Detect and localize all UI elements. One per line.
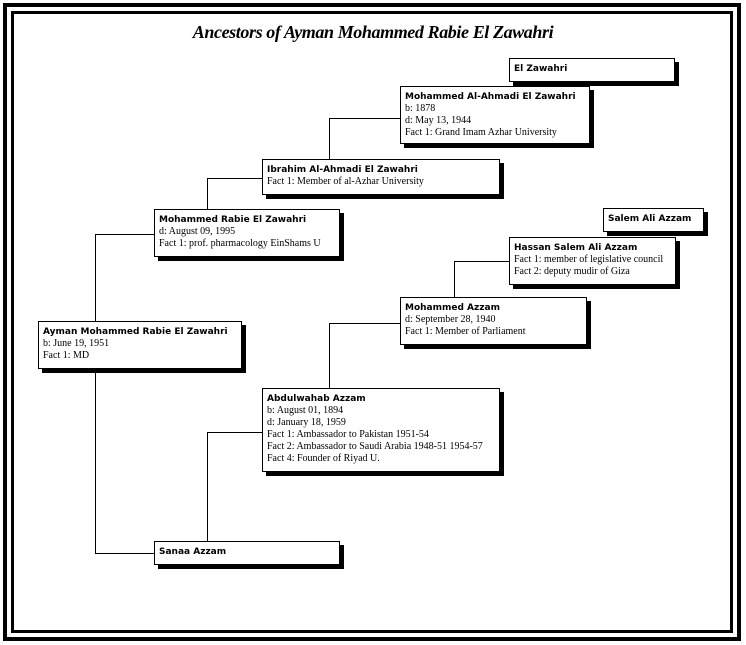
detail-line: d: August 09, 1995 [159, 226, 236, 237]
person-box-mohammed-azzam: Mohammed Azzam d: September 28, 1940 Fac… [400, 297, 587, 345]
person-box-sanaa: Sanaa Azzam [154, 541, 340, 565]
detail-line: b: June 19, 1951 [43, 338, 110, 349]
chart-title: Ancestors of Ayman Mohammed Rabie El Zaw… [192, 22, 554, 42]
person-name: Sanaa Azzam [159, 547, 227, 557]
detail-line: Fact 1: member of legislative council [514, 254, 664, 265]
outer-frame [3, 3, 741, 641]
person-name: Salem Ali Azzam [608, 214, 692, 224]
link-mohammed-rabie-father [207, 178, 262, 209]
link-ibrahim-father [329, 118, 400, 159]
person-box-abdulwahab: Abdulwahab Azzam b: August 01, 1894 d: J… [262, 388, 500, 472]
person-name: Ibrahim Al-Ahmadi El Zawahri [267, 165, 418, 175]
detail-line: Fact 1: Grand Imam Azhar University [405, 127, 557, 138]
person-name: Mohammed Rabie El Zawahri [159, 215, 307, 225]
link-ayman-parents [95, 234, 154, 554]
person-name: Hassan Salem Ali Azzam [514, 243, 638, 253]
detail-line: b: August 01, 1894 [267, 405, 344, 416]
person-box-mohammed-rabie: Mohammed Rabie El Zawahri d: August 09, … [154, 209, 340, 257]
detail-line: Fact 1: Ambassador to Pakistan 1951-54 [267, 429, 429, 440]
person-box-el-zawahri: El Zawahri [509, 58, 675, 82]
person-box-mohammed-al-ahmadi: Mohammed Al-Ahmadi El Zawahri b: 1878 d:… [400, 86, 590, 144]
person-box-ayman: Ayman Mohammed Rabie El Zawahri b: June … [38, 321, 242, 369]
detail-line: Fact 2: Ambassador to Saudi Arabia 1948-… [267, 441, 483, 452]
detail-line: b: 1878 [405, 103, 436, 114]
detail-line: Fact 1: prof. pharmacology EinShams U [159, 238, 321, 249]
person-name: Ayman Mohammed Rabie El Zawahri [43, 327, 228, 337]
link-mohammed-azzam-father [454, 261, 509, 297]
detail-line: Fact 1: Member of al-Azhar University [267, 176, 424, 187]
detail-line: d: January 18, 1959 [267, 417, 346, 428]
detail-line: Fact 1: MD [43, 350, 90, 361]
detail-line: Fact 4: Founder of Riyad U. [267, 453, 380, 464]
person-name: Abdulwahab Azzam [267, 394, 366, 404]
inner-frame [11, 11, 733, 633]
link-sanaa-father [207, 432, 262, 541]
detail-line: Fact 1: Member of Parliament [405, 326, 526, 337]
detail-line: d: September 28, 1940 [405, 314, 496, 325]
person-box-hassan: Hassan Salem Ali Azzam Fact 1: member of… [509, 237, 676, 285]
detail-line: d: May 13, 1944 [405, 115, 472, 126]
detail-line: Fact 2: deputy mudir of Giza [514, 266, 630, 277]
person-box-ibrahim: Ibrahim Al-Ahmadi El Zawahri Fact 1: Mem… [262, 159, 500, 195]
link-abdulwahab-father [329, 323, 400, 388]
person-name: El Zawahri [514, 64, 568, 74]
person-name: Mohammed Azzam [405, 303, 500, 313]
person-box-salem: Salem Ali Azzam [603, 208, 704, 232]
person-name: Mohammed Al-Ahmadi El Zawahri [405, 92, 576, 102]
